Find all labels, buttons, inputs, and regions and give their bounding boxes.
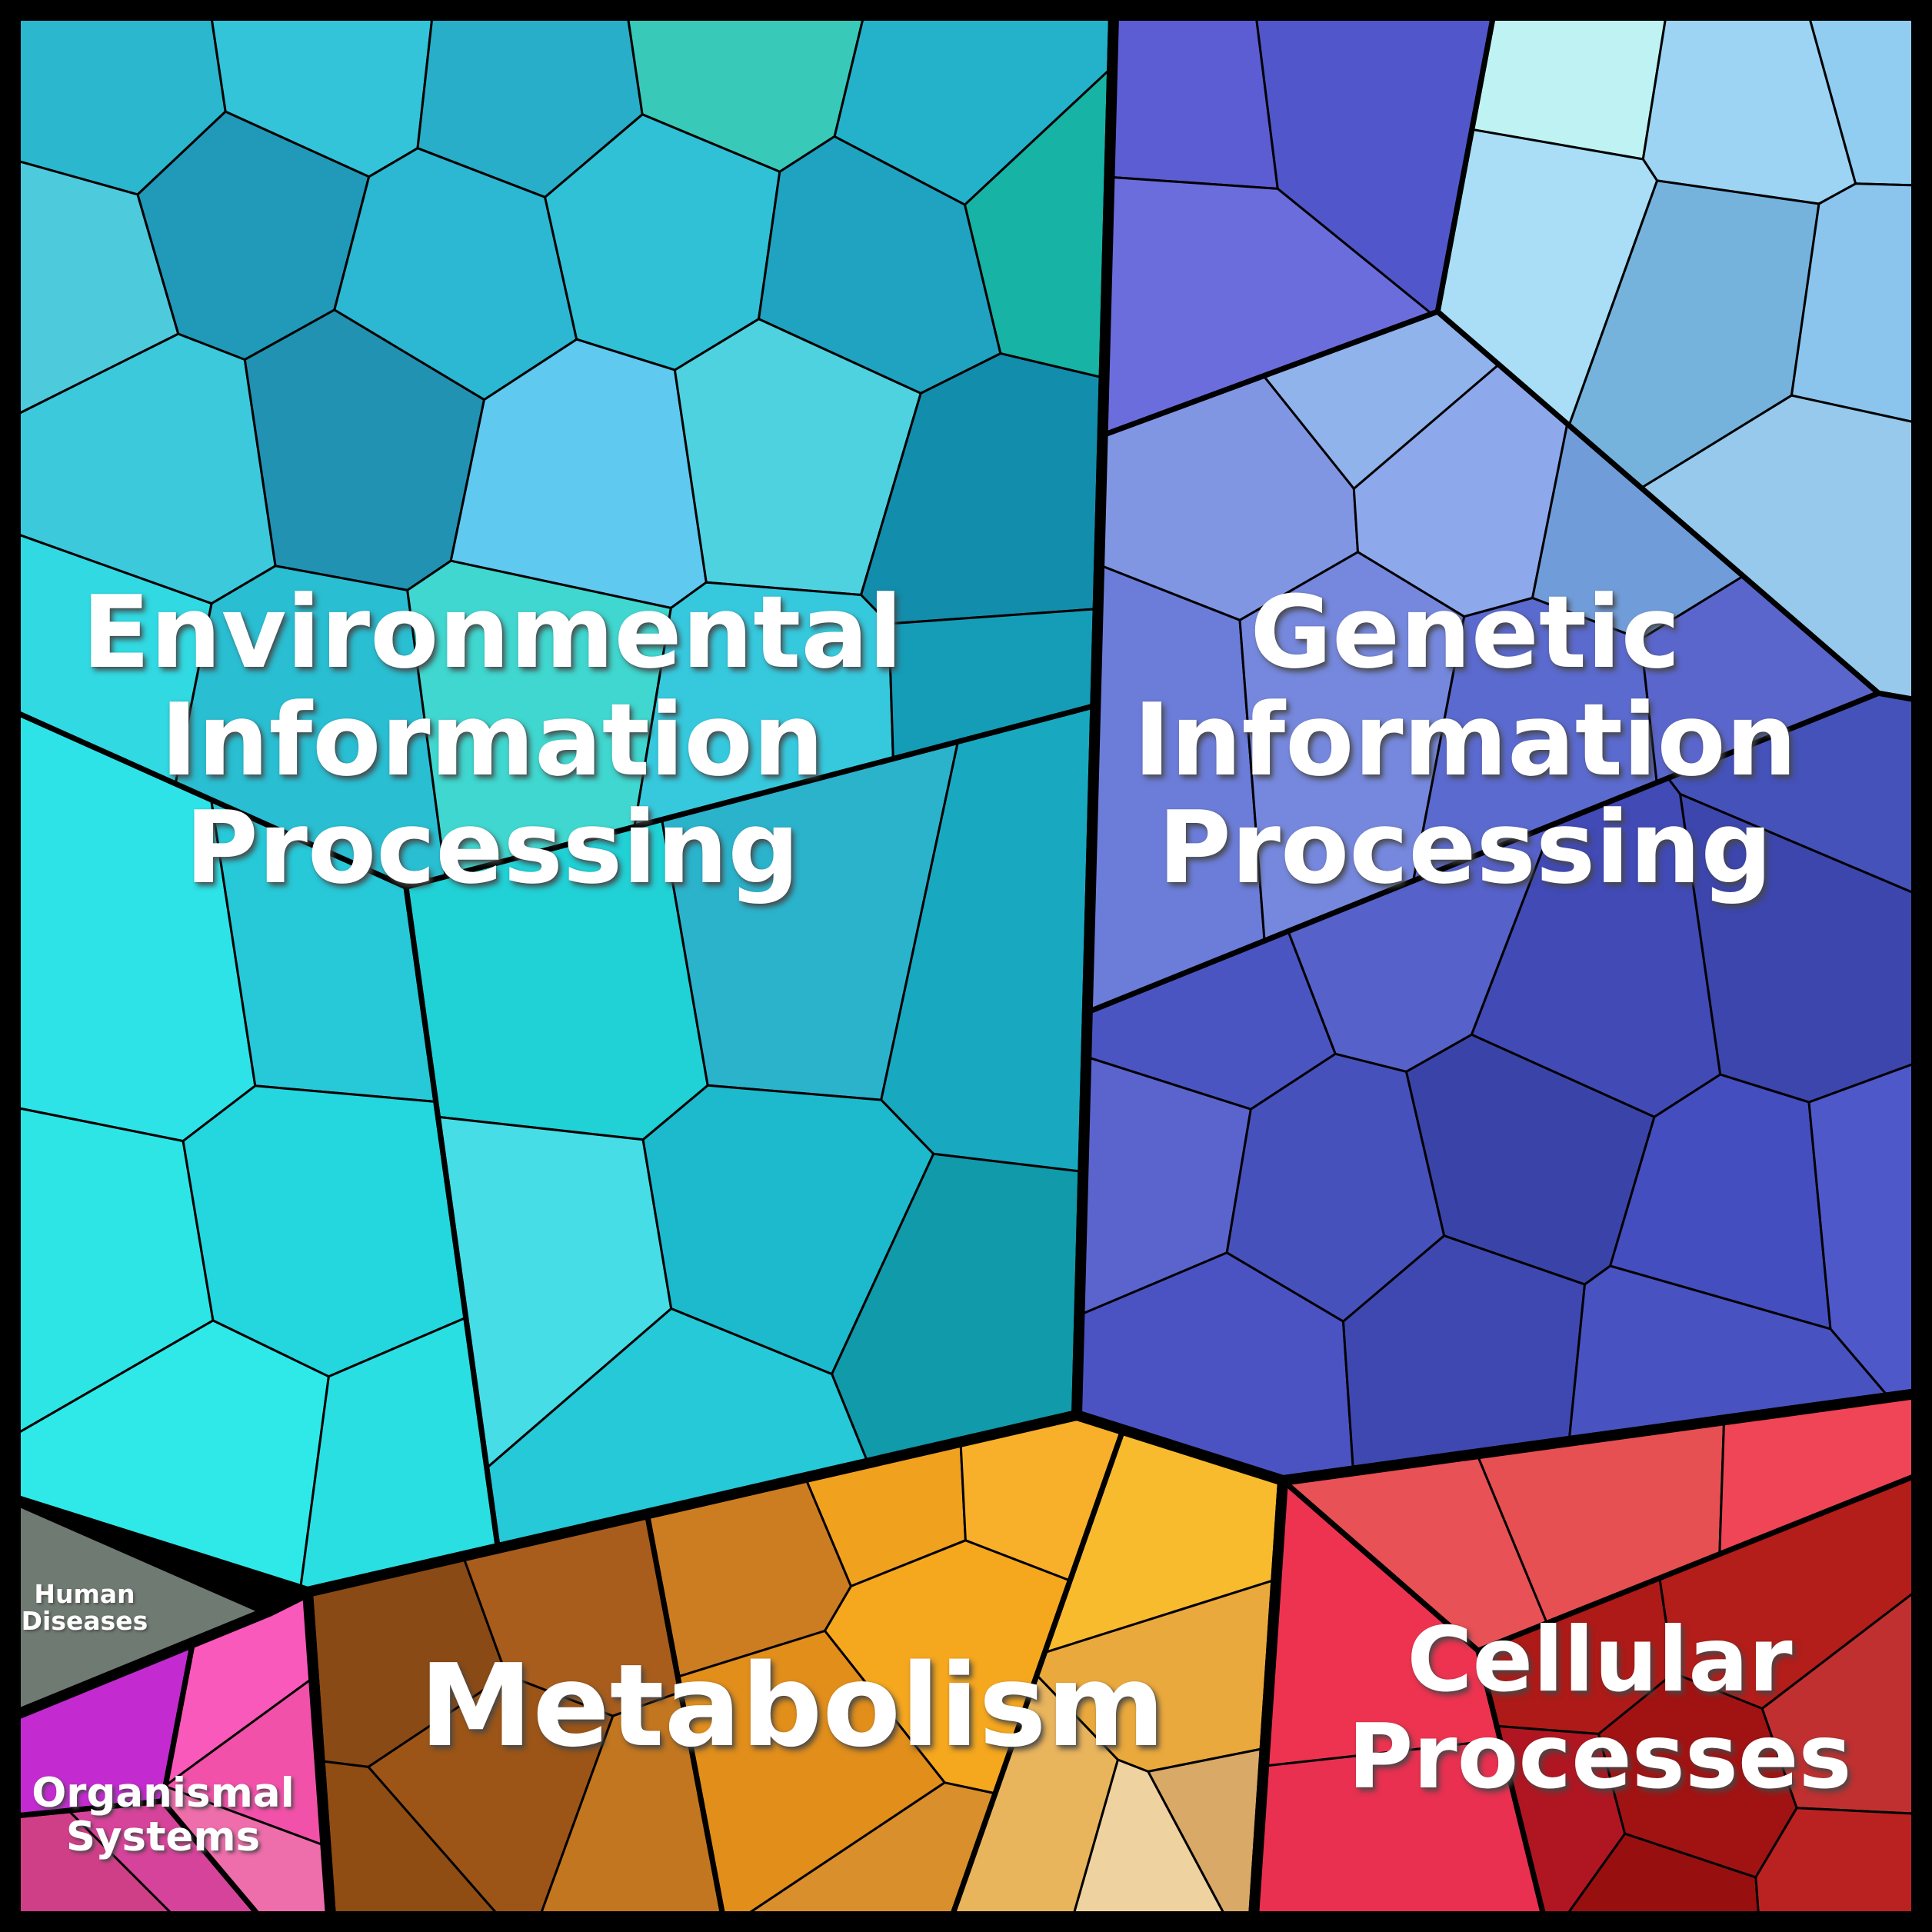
region-border-cellular-processes: [1248, 1388, 1922, 1922]
voronoi-cell: [1252, 1738, 1545, 1918]
region-border-organismal-systems: [10, 1587, 336, 1922]
voronoi-cell: [1108, 14, 1279, 190]
voronoi-cell: [1086, 564, 1266, 1014]
region-border-metabolism: [302, 1410, 1288, 1922]
